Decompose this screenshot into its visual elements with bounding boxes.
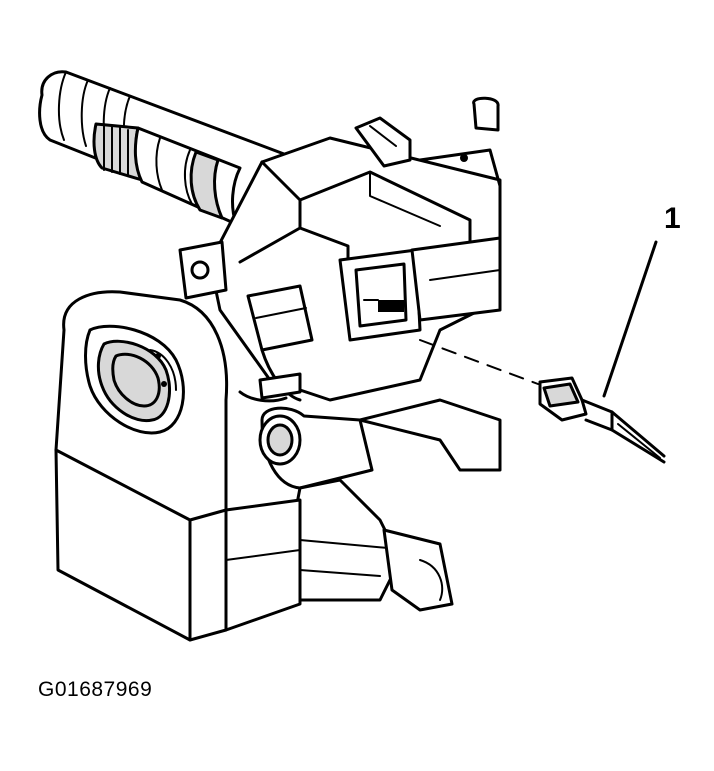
callout-leader: [602, 240, 658, 398]
mounting-plate: [224, 498, 302, 632]
lower-shaft: [258, 398, 502, 612]
figure-id: G01687969: [38, 678, 153, 701]
harness-connectors: [178, 240, 314, 403]
steering-shaft: [38, 70, 302, 234]
key-alarm-switch: [419, 339, 666, 464]
ignition-lock-housing: [54, 290, 229, 642]
callout-label-1: 1: [664, 202, 681, 235]
